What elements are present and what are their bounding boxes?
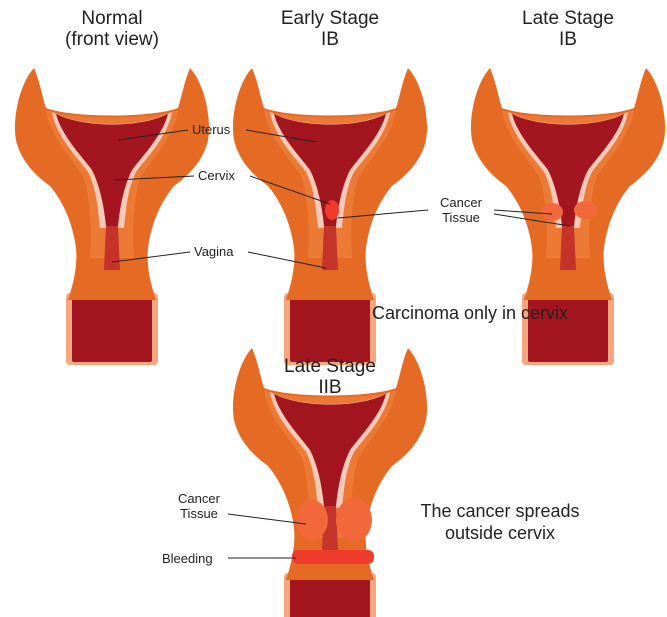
normal-uterus-illustration — [15, 68, 209, 365]
label-cervix: Cervix — [198, 168, 235, 183]
panel-title-line2: (front view) — [52, 29, 172, 50]
iib-tumor-right — [336, 498, 372, 542]
bleeding-mark — [292, 550, 374, 564]
panel-title-line1: Early Stage — [270, 8, 390, 29]
label-line2: Tissue — [168, 506, 230, 521]
panel-title-late-ib: Late Stage IB — [508, 8, 628, 50]
late-ib-tumor-left — [541, 203, 563, 221]
caption-line1: Carcinoma only in cervix — [330, 302, 610, 324]
label-cancer-tissue-top: Cancer Tissue — [430, 195, 492, 225]
caption-stage-iib: The cancer spreads outside cervix — [400, 500, 600, 544]
caption-stage-ib: Carcinoma only in cervix — [330, 302, 610, 324]
panel-title-late-iib: Late Stage IIB — [270, 356, 390, 398]
label-vagina: Vagina — [194, 244, 234, 259]
panel-title-line1: Normal — [52, 8, 172, 29]
label-cancer-tissue-iib: Cancer Tissue — [168, 491, 230, 521]
label-line1: Cancer — [168, 491, 230, 506]
panel-title-line2: IB — [270, 29, 390, 50]
panel-title-line1: Late Stage — [508, 8, 628, 29]
iib-tumor-left — [296, 500, 328, 540]
label-uterus: Uterus — [192, 122, 230, 137]
late-ib-tumor-right — [574, 201, 598, 219]
panel-title-line1: Late Stage — [270, 356, 390, 377]
panel-title-normal: Normal (front view) — [52, 8, 172, 50]
panel-title-line2: IIB — [270, 377, 390, 398]
label-bleeding: Bleeding — [162, 551, 213, 566]
label-line1: Cancer — [430, 195, 492, 210]
panel-title-early-ib: Early Stage IB — [270, 8, 390, 50]
caption-line2: outside cervix — [400, 522, 600, 544]
caption-line1: The cancer spreads — [400, 500, 600, 522]
label-line2: Tissue — [430, 210, 492, 225]
panel-title-line2: IB — [508, 29, 628, 50]
